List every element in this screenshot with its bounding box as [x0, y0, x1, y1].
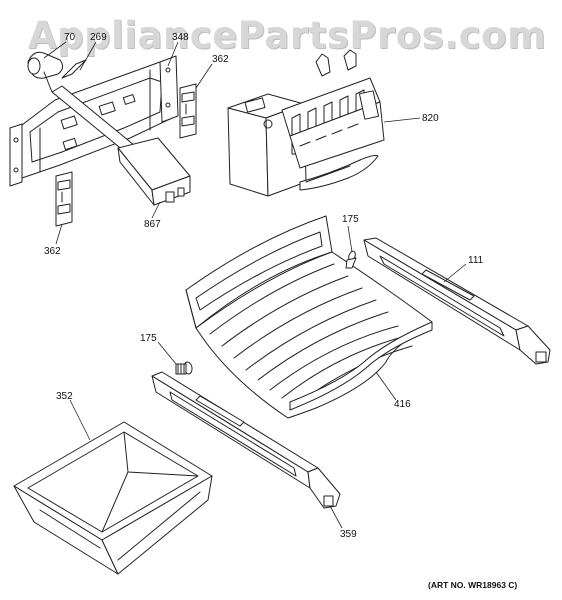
callout-175-left: 175	[140, 333, 157, 344]
art-number: (ART NO. WR18963 C)	[428, 580, 518, 590]
callout-867: 867	[144, 219, 161, 230]
chute-867	[117, 137, 191, 206]
callout-348: 348	[172, 32, 189, 43]
callout-359: 359	[340, 529, 357, 540]
callout-111: 111	[468, 255, 484, 266]
watermark: AppliancePartsPros.com	[28, 14, 547, 57]
callout-269: 269	[90, 32, 107, 43]
screw-175-top	[345, 250, 357, 269]
callout-416: 416	[394, 399, 411, 410]
callout-270: 70	[64, 32, 76, 43]
callout-820: 820	[422, 113, 439, 124]
callout-352: 352	[56, 391, 73, 402]
leader-lines	[43, 41, 467, 529]
screw-175-left	[175, 361, 193, 375]
slide-rail-111	[363, 237, 551, 365]
slide-rail-359	[151, 371, 341, 509]
shelf-416	[185, 215, 433, 419]
callout-175-top: 175	[342, 214, 359, 225]
clip-362-bottom	[55, 171, 73, 227]
clip-362-top	[179, 83, 197, 139]
ice-bin-352	[13, 421, 213, 575]
callout-362-top: 362	[212, 54, 229, 65]
icemaker-820	[227, 49, 385, 197]
callout-362-bottom: 362	[44, 246, 61, 257]
valve-fitting	[27, 51, 64, 93]
